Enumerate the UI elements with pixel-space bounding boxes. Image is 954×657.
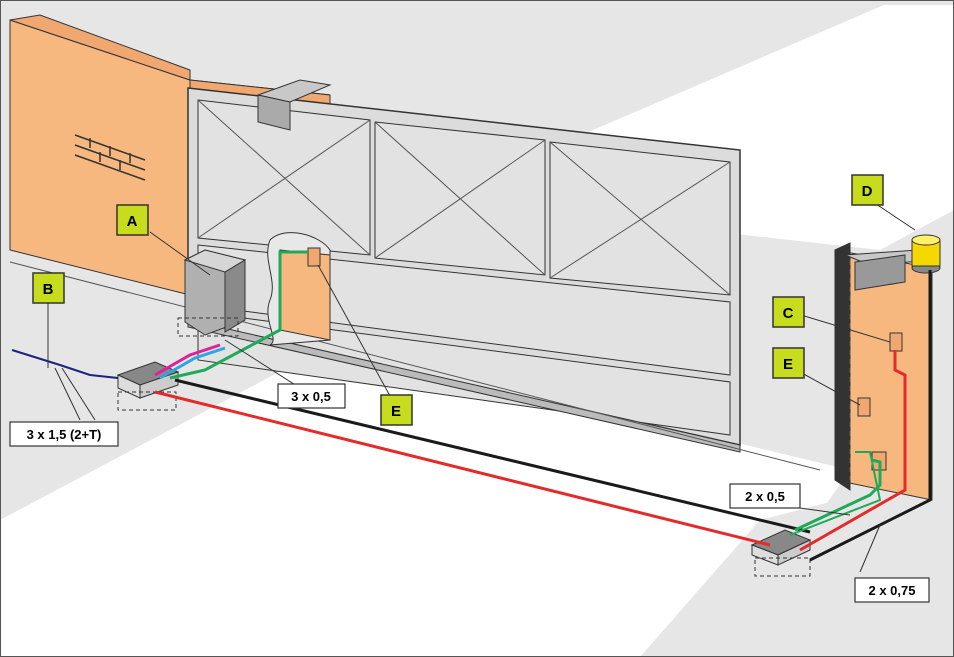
gate-rack [187, 319, 741, 453]
cable-label-lamp: 2 x 0,75 [854, 577, 930, 603]
callout-e-post-label: E [783, 356, 793, 373]
cable-label-photocell-gate: 3 x 0,5 [277, 383, 346, 409]
cable-label-mains-text: 3 x 1,5 (2+T) [27, 427, 102, 442]
cable-label-lamp-text: 2 x 0,75 [869, 583, 916, 598]
photocell-gate [307, 247, 321, 267]
junction-box-gate [116, 361, 180, 411]
callout-e-post: E [772, 347, 805, 379]
right-ground [640, 470, 954, 657]
track-line [9, 261, 821, 471]
top-guide [256, 79, 332, 131]
callout-d: D [851, 174, 884, 206]
sliding-gate [187, 87, 741, 453]
callout-c: C [772, 296, 805, 328]
gate-post-cutout [267, 232, 331, 346]
receiving-post [834, 242, 937, 501]
leader-lines [47, 199, 916, 573]
flashing-lamp [911, 234, 941, 274]
callout-e-gate: E [380, 394, 413, 426]
cable-label-photocell-post-text: 2 x 0,5 [745, 489, 785, 504]
callout-b-label: B [43, 281, 54, 298]
cable-label-photocell-gate-text: 3 x 0,5 [291, 389, 331, 404]
key-selector [889, 332, 903, 352]
cable-label-mains: 3 x 1,5 (2+T) [9, 421, 119, 447]
junction-box-post [750, 529, 812, 577]
callout-c-label: C [783, 305, 794, 322]
motor-unit [177, 249, 247, 337]
callout-a-label: A [127, 213, 138, 230]
photocell-post [857, 397, 871, 417]
callout-b: B [32, 272, 65, 304]
cable-label-photocell-post: 2 x 0,5 [729, 483, 801, 509]
left-wall-top [9, 14, 191, 81]
callout-e-gate-label: E [391, 403, 401, 420]
callout-d-label: D [862, 183, 873, 200]
callout-a: A [116, 204, 149, 236]
brick-icon [74, 134, 146, 181]
